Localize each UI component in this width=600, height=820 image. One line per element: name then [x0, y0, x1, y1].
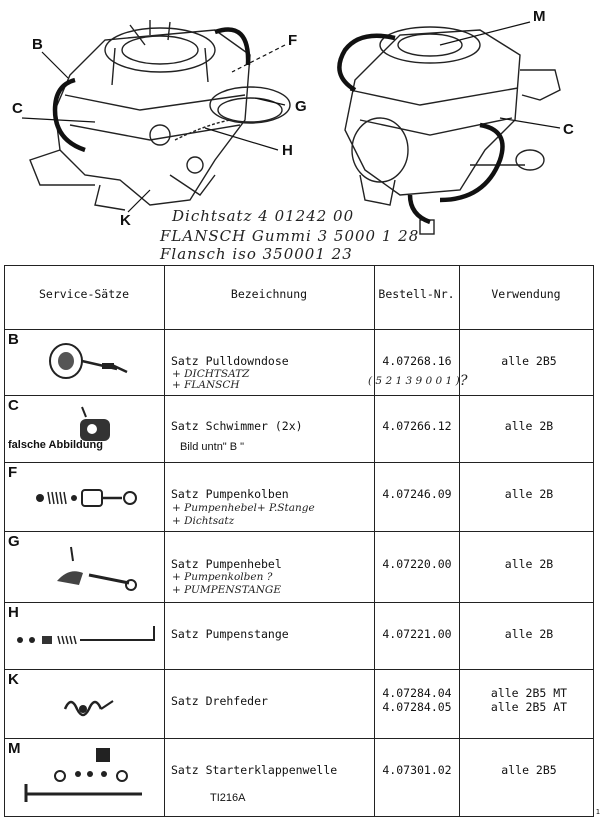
header-order-number: Bestell-Nr. — [378, 287, 455, 301]
row-letter: B — [8, 331, 19, 348]
row-letter: F — [8, 464, 18, 481]
service-kits-table: Service-Sätze Bezeichnung Bestell-Nr. Ve… — [4, 265, 594, 817]
carburetor-drawing — [21, 20, 561, 235]
handwritten-note: + DICHTSATZ — [172, 368, 250, 380]
header-usage: Verwendung — [491, 287, 561, 301]
handwritten-note: + Pumpenkolben ? — [172, 571, 273, 583]
carburetor-illustration: B C K F G H M C Dichtsatz 4 01242 00 FLA… — [0, 0, 600, 265]
row-usage: alle 2B5 MT — [490, 686, 568, 700]
row-order-number: 4.07246.09 — [382, 487, 452, 501]
float-image — [80, 406, 110, 441]
handwritten-note: + Dichtsatz — [172, 515, 235, 527]
header-description: Bezeichnung — [230, 287, 308, 301]
handwritten-note: Bild untn" B " — [180, 441, 245, 453]
callout-k: K — [120, 212, 131, 229]
pump-rod-image — [17, 626, 155, 645]
handwritten-note: + PUMPENSTANGE — [172, 584, 281, 596]
row-order-number: 4.07268.16 — [382, 354, 452, 368]
torsion-spring-image — [63, 700, 114, 717]
figure-reference: TI216A — [210, 792, 246, 804]
page-corner-mark: 1 — [595, 808, 600, 816]
row-usage: alle 2B5 AT — [490, 700, 568, 714]
row-usage: alle 2B — [504, 557, 554, 571]
handwritten-note: ? — [460, 373, 468, 389]
row-description: Satz Pulldowndose — [171, 354, 289, 368]
row-order-number: 4.07284.04 — [382, 686, 452, 700]
row-letter: G — [8, 533, 20, 550]
row-order-number: 4.07301.02 — [382, 763, 452, 777]
pulldown-diaphragm-image — [49, 343, 128, 379]
row-order-number: 4.07221.00 — [382, 627, 452, 641]
row-usage: alle 2B — [504, 487, 554, 501]
row-letter: K — [8, 671, 19, 688]
callout-c-left: C — [12, 100, 23, 117]
handwritten-line-2: FLANSCH Gummi 3 5000 1 28 — [160, 227, 420, 245]
pump-lever-image — [57, 546, 137, 591]
handwritten-line-1: Dichtsatz 4 01242 00 — [172, 207, 355, 225]
row-usage: alle 2B5 — [501, 354, 557, 368]
row-usage: alle 2B — [504, 627, 554, 641]
row-description: Satz Schwimmer (2x) — [171, 419, 303, 433]
handwritten-note: + FLANSCH — [172, 379, 240, 391]
callout-h: H — [282, 142, 293, 159]
row-description: Satz Pumpenhebel — [171, 557, 282, 571]
callout-m: M — [533, 8, 546, 25]
choke-shaft-image — [24, 748, 142, 802]
table-row-f: F Satz Pumpenkolben + Pumpenhebel+ P.Sta… — [4, 462, 594, 531]
row-letter: M — [8, 740, 21, 757]
row-order-number: 4.07284.05 — [382, 700, 452, 714]
row-description: Satz Pumpenstange — [171, 627, 289, 641]
row-description: Satz Starterklappenwelle — [171, 763, 338, 777]
row-order-number: 4.07220.00 — [382, 557, 452, 571]
row-description: Satz Drehfeder — [171, 694, 268, 708]
table-row-g: G Satz Pumpenhebel + Pumpenkolben ? + PU… — [4, 531, 594, 602]
row-letter: C — [8, 397, 19, 414]
table-row-k: K Satz Drehfeder 4.07284.04 4.07284.05 a… — [4, 669, 594, 738]
handwritten-line-3: Flansch iso 350001 23 — [160, 245, 353, 263]
header-service-sets: Service-Sätze — [38, 287, 129, 301]
handwritten-note: falsche Abbildung — [8, 439, 103, 451]
table-row-c: C falsche Abbildung Satz Schwimmer (2x) … — [4, 395, 594, 462]
table-row-m: M Satz Starterklappenwelle TI216A 4.0730… — [4, 738, 594, 816]
row-letter: H — [8, 604, 19, 621]
table-row-b: B Satz Pulldowndose + DICHTSATZ + FLANSC… — [4, 329, 594, 395]
callout-f: F — [288, 32, 298, 49]
handwritten-note: + Pumpenhebel+ P.Stange — [172, 502, 315, 514]
row-description: Satz Pumpenkolben — [171, 487, 289, 501]
row-usage: alle 2B5 — [501, 763, 557, 777]
row-order-number: 4.07266.12 — [382, 419, 452, 433]
pump-piston-image — [36, 489, 137, 507]
callout-g: G — [295, 98, 307, 115]
callout-b: B — [32, 36, 43, 53]
callout-c-right: C — [563, 121, 574, 138]
row-usage: alle 2B — [504, 419, 554, 433]
table-row-h: H Satz Pumpenstange 4.07221.00 alle 2B — [4, 602, 594, 669]
handwritten-note: ( 5 2 1 3 9 0 0 1 ) — [368, 375, 460, 387]
